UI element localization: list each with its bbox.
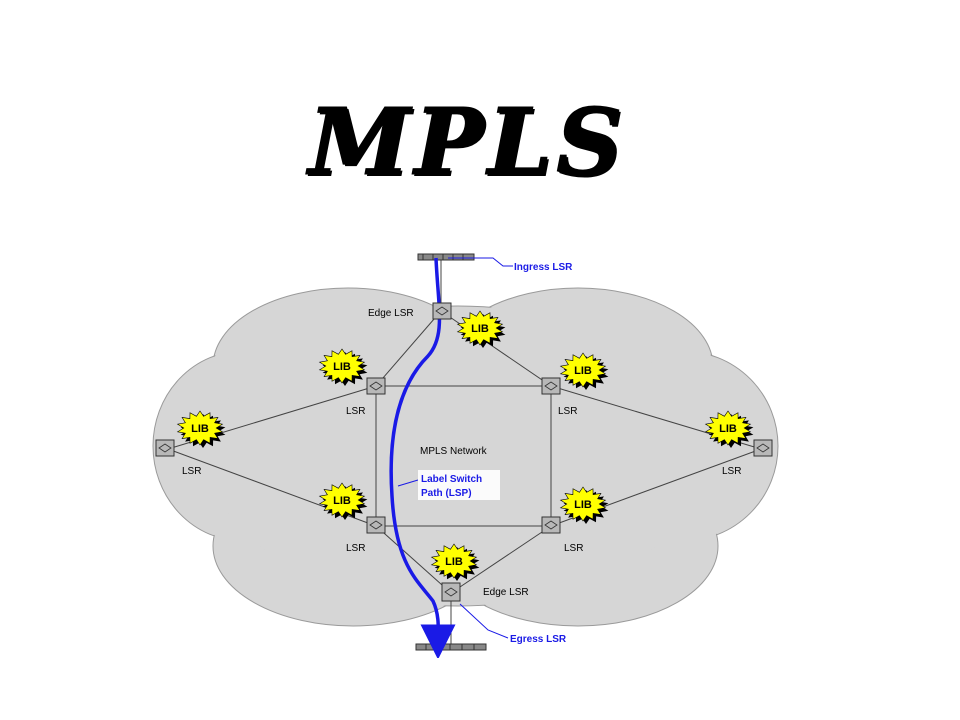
ingress-label: Ingress LSR	[514, 262, 573, 273]
lsr-label-lower-right: LSR	[564, 543, 583, 554]
lsp-path-arrow	[389, 257, 456, 658]
lib-badges: LIB LIB LIB LIB LIB LIB LIB LIB	[176, 310, 754, 581]
router-edge-bottom	[441, 582, 461, 602]
slide-title: MPLS	[308, 88, 627, 197]
lib-label: LIB	[719, 423, 737, 435]
lib-label: LIB	[191, 423, 209, 435]
router-lsr-right	[753, 439, 773, 457]
lib-badge-upper-right: LIB	[559, 352, 609, 390]
router-lsr-lower-right	[541, 516, 561, 534]
mpls-network-diagram: LIB LIB LIB LIB LIB LIB LIB LIB Edge LSR Ingres…	[148, 246, 783, 658]
lib-label: LIB	[333, 495, 351, 507]
lib-label: LIB	[445, 556, 463, 568]
core-ring	[375, 385, 552, 527]
lsr-label-right: LSR	[722, 466, 741, 477]
lib-label: LIB	[574, 499, 592, 511]
edge-lsr-top-label: Edge LSR	[368, 308, 414, 319]
network-label: MPLS Network	[420, 446, 488, 457]
lib-badge-left: LIB	[176, 410, 226, 448]
lsp-label-line2: Path (LSP)	[421, 488, 472, 499]
router-lsr-lower-left	[366, 516, 386, 534]
lsr-label-lower-left: LSR	[346, 543, 365, 554]
egress-host-bar	[415, 643, 487, 651]
lsr-label-upper-left: LSR	[346, 406, 365, 417]
lib-label: LIB	[574, 365, 592, 377]
router-lsr-upper-left	[366, 377, 386, 395]
lib-badge-upper-left: LIB	[318, 348, 368, 386]
router-lsr-left	[155, 439, 175, 457]
lsp-label-line1: Label Switch	[421, 474, 482, 485]
lib-badge-right: LIB	[704, 410, 754, 448]
egress-label: Egress LSR	[510, 634, 567, 645]
lib-badge-lower-right: LIB	[559, 486, 609, 524]
lib-badge-lower-left: LIB	[318, 482, 368, 520]
lib-badge-edge-bottom: LIB	[430, 543, 480, 581]
edge-lsr-bottom-label: Edge LSR	[483, 587, 529, 598]
callout-lines	[397, 257, 513, 639]
router-edge-top	[432, 302, 452, 320]
lsp-label-box	[418, 470, 500, 500]
ingress-host-bar	[417, 253, 475, 261]
router-lsr-upper-right	[541, 377, 561, 395]
lib-label: LIB	[471, 323, 489, 335]
lsr-label-left: LSR	[182, 466, 201, 477]
lsr-label-upper-right: LSR	[558, 406, 577, 417]
lib-label: LIB	[333, 361, 351, 373]
lib-badge-edge-top: LIB	[456, 310, 506, 348]
